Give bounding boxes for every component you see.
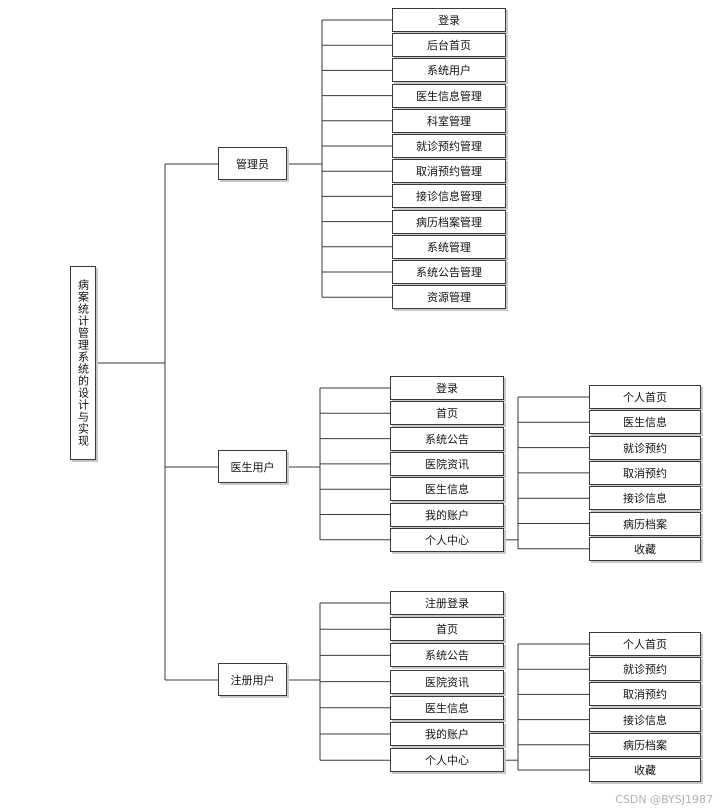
user-center-item: 就诊预约: [589, 657, 701, 682]
user-menu-item: 个人中心: [390, 748, 504, 773]
admin-menu-item: 资源管理: [392, 285, 506, 310]
doctor-center-item: 收藏: [589, 536, 701, 561]
admin-menu-item: 系统管理: [392, 234, 506, 259]
user-center-item: 病历档案: [589, 732, 701, 757]
doctor-center-item: 病历档案: [589, 511, 701, 536]
user-menu-item: 我的账户: [390, 722, 504, 746]
doctor-menu-item: 医生信息: [390, 477, 504, 502]
doctor-menu-item: 首页: [390, 401, 504, 426]
doctor-center-item: 医生信息: [589, 410, 701, 435]
admin-node: 管理员: [218, 147, 287, 180]
doctor-menu-item: 医院资讯: [390, 451, 504, 476]
user-menu-item: 注册登录: [390, 591, 504, 615]
user-menu-item: 医生信息: [390, 695, 504, 720]
user-menu-item: 医院资讯: [390, 669, 504, 694]
doctor-center-item: 接诊信息: [589, 486, 701, 511]
admin-menu-item: 科室管理: [392, 108, 506, 133]
root-node: 病案统计管理系统的设计与实现: [70, 266, 96, 460]
admin-menu-item: 系统用户: [392, 58, 506, 83]
doctor-menu-item: 登录: [390, 376, 504, 400]
user-center-item: 接诊信息: [589, 707, 701, 732]
doctor-node: 医生用户: [218, 450, 287, 483]
user-menu-item: 首页: [390, 617, 504, 642]
doctor-menu-item: 个人中心: [390, 527, 504, 552]
user-menu-item: 系统公告: [390, 643, 504, 668]
admin-menu-item: 登录: [392, 8, 506, 32]
doctor-center-item: 就诊预约: [589, 435, 701, 460]
admin-menu-item: 取消预约管理: [392, 159, 506, 184]
admin-menu-item: 医生信息管理: [392, 83, 506, 108]
user-center-item: 取消预约: [589, 682, 701, 707]
admin-menu-item: 就诊预约管理: [392, 134, 506, 158]
admin-menu-item: 后台首页: [392, 33, 506, 58]
admin-menu-item: 系统公告管理: [392, 260, 506, 284]
user-center-item: 收藏: [589, 758, 701, 782]
user-node: 注册用户: [218, 663, 287, 696]
admin-menu-item: 病历档案管理: [392, 209, 506, 234]
watermark: CSDN @BYSJ1987: [615, 793, 713, 806]
doctor-menu-item: 我的账户: [390, 502, 504, 527]
doctor-center-item: 个人首页: [589, 385, 701, 409]
user-center-item: 个人首页: [589, 632, 701, 656]
doctor-menu-item: 系统公告: [390, 426, 504, 451]
doctor-center-item: 取消预约: [589, 460, 701, 485]
admin-menu-item: 接诊信息管理: [392, 184, 506, 209]
